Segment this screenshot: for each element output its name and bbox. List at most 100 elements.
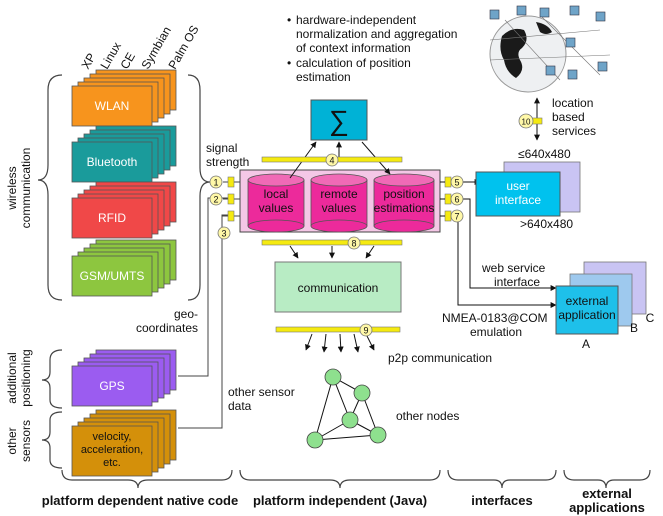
user-interface-label-2: interface — [495, 193, 541, 207]
bullet-2-line-1: calculation of position — [296, 56, 411, 70]
bottom-label-interfaces: interfaces — [471, 493, 532, 508]
cylinder-local — [247, 173, 305, 233]
other-sensor-data-label-1: other sensor — [228, 385, 295, 399]
nmea-label-1: NMEA-0183@COM — [442, 311, 548, 325]
geo-coordinates-label-2: coordinates — [136, 321, 198, 335]
input-port-1 — [223, 176, 240, 188]
stack-rfid — [71, 181, 177, 239]
bottom-label-native: platform dependent native code — [42, 493, 238, 508]
stack-sensors-line-2: acceleration, — [81, 444, 143, 456]
brace-positioning — [41, 349, 63, 409]
lbs-label-3: services — [552, 124, 596, 138]
communication-box — [274, 261, 402, 313]
web-service-label-1: web service — [481, 261, 546, 275]
other-nodes-label: other nodes — [396, 409, 459, 423]
nmea-label-2: emulation — [470, 325, 522, 339]
sigma-notes: • hardware-independent normalization and… — [287, 13, 457, 84]
sigma-box — [310, 99, 368, 141]
stack-gsm-label: GSM/UMTS — [80, 269, 145, 283]
external-app-b-label: B — [630, 321, 638, 335]
os-label-xp: XP — [78, 51, 98, 72]
stack-gps-label: GPS — [99, 379, 124, 393]
other-sensor-data-label-2: data — [228, 399, 252, 413]
node-3 — [341, 411, 359, 429]
position-estimations-label-2: estimations — [374, 201, 435, 215]
marker-3: 3 — [221, 229, 226, 239]
node-5 — [369, 426, 387, 444]
left-braces — [37, 74, 63, 469]
bullet-2-marker: • — [287, 56, 291, 70]
marker-5: 5 — [454, 178, 459, 188]
comm-arrows-top — [289, 245, 375, 259]
bottom-braces — [61, 469, 651, 489]
os-label-ce: CE — [117, 50, 137, 71]
local-values-label-1: local — [264, 187, 289, 201]
stack-gsm — [71, 239, 177, 297]
brace-external — [563, 469, 651, 489]
marker-4: 4 — [329, 156, 334, 166]
signal-strength-label-2: strength — [206, 155, 249, 169]
node-2 — [353, 384, 371, 402]
local-values-label-2: values — [259, 201, 294, 215]
stack-bluetooth-label: Bluetooth — [87, 155, 138, 169]
brace-sensors — [41, 411, 63, 469]
numbered-markers: 1 2 3 4 5 6 7 8 9 10 — [209, 113, 534, 337]
bottom-label-external-2: applications — [569, 500, 645, 515]
connector-bar-8 — [261, 239, 403, 246]
brace-java — [239, 469, 441, 489]
group-label-wireless-1: wireless — [5, 166, 19, 210]
external-app-a-label: A — [582, 337, 590, 351]
marker-8: 8 — [351, 239, 356, 249]
external-app-label-1: external — [566, 294, 609, 308]
geo-coordinates-label-1: geo- — [174, 307, 198, 321]
stack-sensors-line-1: velocity, — [93, 431, 132, 443]
marker-9: 9 — [363, 326, 368, 336]
external-app-a — [555, 285, 619, 335]
marker-1: 1 — [213, 178, 218, 188]
stack-wlan-label: WLAN — [95, 99, 130, 113]
position-estimations-label-1: position — [383, 187, 424, 201]
stack-bluetooth — [71, 125, 177, 183]
lbs-label-2: based — [552, 110, 585, 124]
stack-sensors — [71, 409, 177, 477]
bullet-2-line-2: estimation — [296, 70, 351, 84]
brace-wireless-right — [187, 74, 211, 301]
brace-native — [61, 469, 233, 489]
input-port-2 — [223, 193, 240, 205]
bottom-label-external-1: external — [582, 486, 632, 501]
p2p-communication-label: p2p communication — [388, 351, 492, 365]
group-label-sensors-2: sensors — [19, 420, 33, 462]
marker-2: 2 — [213, 195, 218, 205]
stack-sensors-line-3: etc. — [103, 457, 121, 469]
lbs-label-1: location — [552, 96, 593, 110]
marker-6: 6 — [454, 195, 459, 205]
globe-icon — [489, 5, 611, 93]
node-graph-edges — [314, 376, 379, 441]
connector-bar-9 — [275, 326, 401, 333]
output-ports — [444, 176, 452, 222]
bullet-1-line-3: of context information — [296, 41, 411, 55]
brace-wireless — [37, 74, 63, 301]
marker-10: 10 — [522, 118, 531, 127]
external-app-label-2: application — [558, 308, 615, 322]
group-label-positioning-2: positioning — [19, 349, 33, 406]
resolution-large-label: >640x480 — [520, 217, 573, 231]
node-1 — [324, 368, 342, 386]
cylinder-remote — [310, 173, 368, 233]
cylinder-position — [373, 173, 435, 233]
sigma-symbol: ∑ — [329, 105, 349, 136]
signal-strength-label-1: signal — [206, 141, 237, 155]
user-interface-box — [475, 171, 561, 217]
stack-wlan — [71, 69, 177, 127]
group-label-positioning-1: additional — [5, 352, 19, 403]
input-port-3 — [222, 210, 240, 222]
communication-label: communication — [298, 281, 379, 295]
lbs-port — [531, 117, 543, 125]
group-label-sensors-1: other — [5, 427, 19, 454]
web-service-label-2: interface — [494, 275, 540, 289]
resolution-small-label: ≤640x480 — [518, 147, 571, 161]
brace-interfaces — [447, 469, 557, 489]
stack-rfid-label: RFID — [98, 211, 126, 225]
bottom-label-java: platform independent (Java) — [253, 493, 427, 508]
